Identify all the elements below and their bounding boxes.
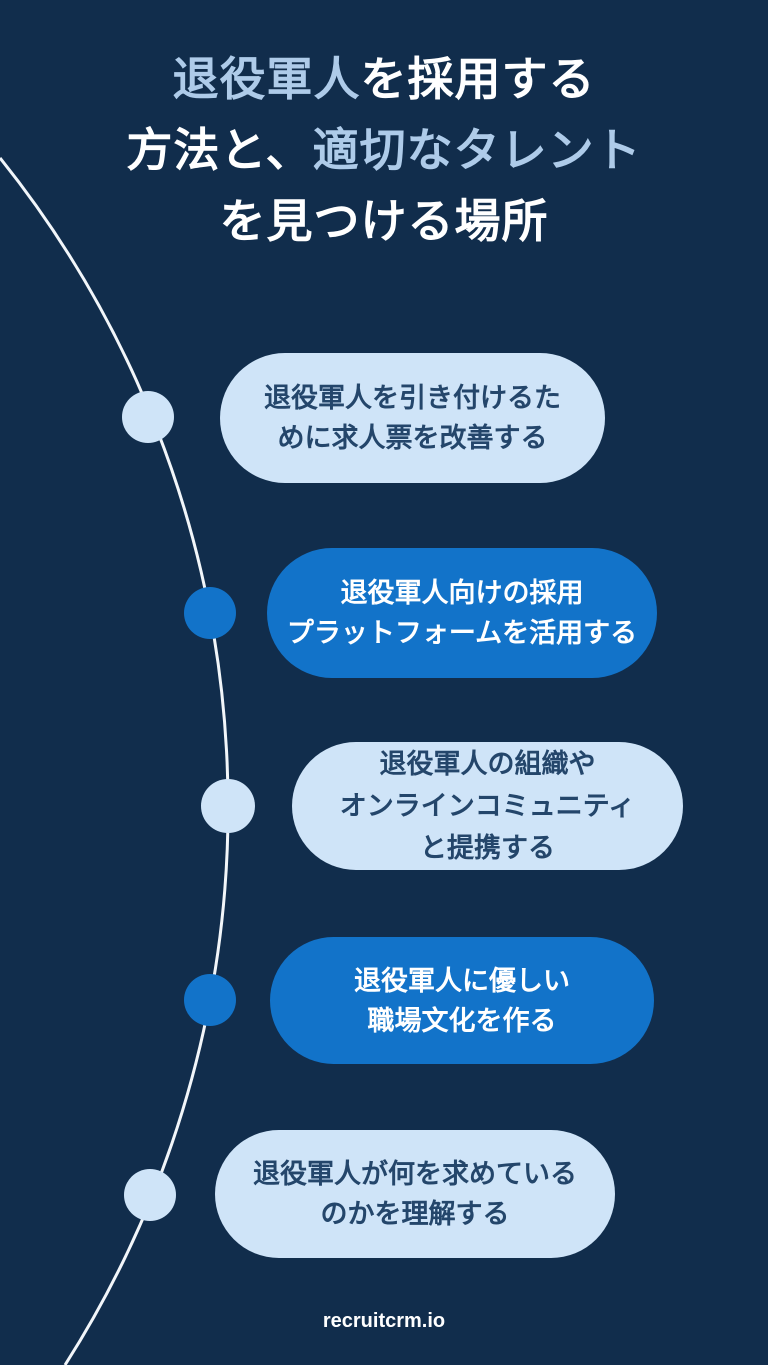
step-text-line: オンラインコミュニティ <box>339 791 636 821</box>
title-segment: 退役軍人 <box>172 53 361 105</box>
title-segment: を採用する <box>360 53 596 105</box>
step-text-line: 退役軍人を引き付けるた <box>264 383 561 413</box>
timeline-dot-4 <box>184 974 236 1026</box>
step-text-line: プラットフォームを活用する <box>286 618 638 648</box>
timeline-dot-5 <box>124 1169 176 1221</box>
brand-wordmark: recruitcrm.io <box>322 1310 446 1332</box>
step-bubble-1: 退役軍人を引き付けるた めに求人票を改善する <box>220 353 605 483</box>
step-bubble-3: 退役軍人の組織や オンラインコミュニティ と提携する <box>292 742 683 870</box>
step-bubble-4: 退役軍人に優しい 職場文化を作る <box>270 937 654 1064</box>
title-line-2: 方法と、適切なタレント <box>0 115 768 186</box>
step-bubble-2: 退役軍人向けの採用 プラットフォームを活用する <box>267 548 657 678</box>
timeline-dot-1 <box>122 391 174 443</box>
title-segment: 適切なタレント <box>312 124 642 176</box>
step-bubble-5: 退役軍人が何を求めている のかを理解する <box>215 1130 615 1258</box>
timeline-dot-3 <box>201 779 255 833</box>
step-text-line: 退役軍人向けの採用 <box>340 578 584 608</box>
step-text-line: 退役軍人に優しい <box>354 965 570 996</box>
title-segment: を見つける場所 <box>219 195 549 247</box>
step-text-line: 退役軍人の組織や <box>379 749 596 779</box>
title-line-3: を見つける場所 <box>0 186 768 257</box>
title-segment: 方法と、 <box>126 124 313 176</box>
step-text-line: めに求人票を改善する <box>277 423 548 453</box>
step-text-line: 職場文化を作る <box>367 1005 557 1036</box>
step-text-line: 退役軍人が何を求めている <box>253 1159 577 1189</box>
step-text-line: と提携する <box>420 833 555 863</box>
page-title: 退役軍人を採用する 方法と、適切なタレント を見つける場所 <box>0 44 768 257</box>
step-text-line: のかを理解する <box>320 1199 510 1229</box>
title-line-1: 退役軍人を採用する <box>0 44 768 115</box>
timeline-dot-2 <box>184 587 236 639</box>
